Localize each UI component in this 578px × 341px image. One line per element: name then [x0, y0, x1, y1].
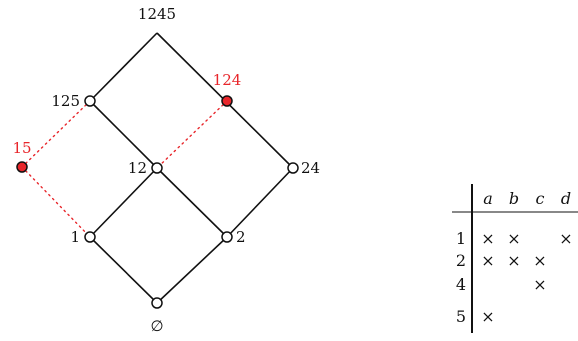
table-column-a: a — [483, 189, 493, 208]
node-bottom — [151, 297, 163, 309]
node-label-n2: 2 — [236, 228, 246, 246]
edge-n2-bottom — [156, 236, 228, 304]
edge-n125-n15 — [21, 100, 91, 168]
edge-n125-n12 — [89, 100, 158, 169]
table-cell-1-d: × — [559, 229, 572, 248]
edge-top-n125 — [89, 32, 158, 102]
node-label-n125: 125 — [51, 92, 80, 110]
edge-n1-bottom — [89, 236, 158, 304]
table-row-label-5: 5 — [456, 307, 466, 326]
edge-n12-n2 — [156, 167, 228, 238]
node-n12 — [151, 162, 163, 174]
node-n125 — [84, 95, 96, 107]
table-cell-2-a: × — [481, 251, 494, 270]
node-label-n24: 24 — [301, 159, 320, 177]
table-cell-1-a: × — [481, 229, 494, 248]
node-n1 — [84, 231, 96, 243]
table-column-d: d — [561, 189, 571, 208]
table-row-label-2: 2 — [456, 251, 466, 270]
edge-n124-n12 — [156, 100, 228, 169]
table-cell-2-c: × — [533, 251, 546, 270]
table-cell-4-c: × — [533, 275, 546, 294]
table-cell-2-b: × — [507, 251, 520, 270]
table-column-b: b — [509, 189, 519, 208]
table-row-label-4: 4 — [456, 275, 466, 294]
node-n2 — [221, 231, 233, 243]
table-column-c: c — [536, 189, 545, 208]
node-n124 — [221, 95, 233, 107]
node-label-top: 1245 — [138, 5, 176, 23]
node-label-n15: 15 — [12, 139, 31, 157]
lattice-nodes — [16, 95, 299, 309]
node-label-bottom: ∅ — [150, 317, 163, 335]
table-cell-1-b: × — [507, 229, 520, 248]
node-label-n124: 124 — [213, 71, 242, 89]
edge-n24-n2 — [226, 167, 294, 238]
node-label-n1: 1 — [70, 228, 80, 246]
node-n24 — [287, 162, 299, 174]
node-label-n12: 12 — [128, 159, 147, 177]
table-cell-5-a: × — [481, 307, 494, 326]
lattice-edges — [21, 32, 294, 304]
table-row-label-1: 1 — [456, 229, 466, 248]
edge-n12-n1 — [89, 167, 158, 238]
node-n15 — [16, 161, 28, 173]
edge-n15-n1 — [21, 166, 91, 238]
